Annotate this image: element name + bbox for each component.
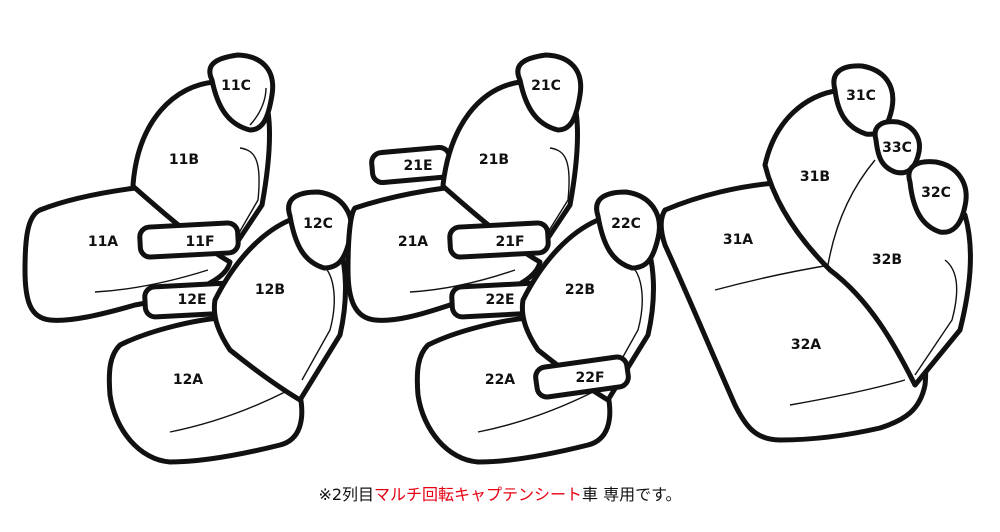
part-22F-shape [533, 354, 631, 400]
label-32C: 32C [921, 185, 951, 201]
part-21B-seam [539, 147, 570, 246]
label-11F: 11F [185, 234, 214, 250]
label-32A: 32A [791, 337, 821, 353]
label-33C: 33C [882, 140, 912, 156]
part-21C-shape [515, 52, 584, 133]
part-32A-seam-top [714, 264, 831, 291]
label-12B: 12B [255, 282, 285, 298]
part-32B-seam [914, 259, 958, 376]
label-31B: 31B [800, 169, 830, 185]
part-31B-32B-divider [827, 159, 876, 266]
label-22C: 22C [611, 216, 641, 232]
label-22A: 22A [485, 372, 515, 388]
label-32B: 32B [872, 252, 902, 268]
label-22B: 22B [565, 282, 595, 298]
part-32A-seam-bottom [789, 379, 906, 406]
part-11B-seam [231, 147, 260, 246]
label-11C: 11C [221, 78, 251, 94]
part-11A-seam [94, 269, 209, 293]
part-22C-shape [594, 189, 662, 271]
label-11A: 11A [88, 234, 118, 250]
label-21C: 21C [531, 78, 561, 94]
footnote-caption: ※2列目マルチ回転キャプテンシート車 専用です。 [0, 481, 1000, 505]
part-31C-shape [831, 63, 896, 137]
part-12A-seam [169, 391, 286, 433]
part-11C-seam [249, 87, 267, 126]
label-31C: 31C [846, 88, 876, 104]
label-22E: 22E [485, 292, 514, 308]
part-31B-32B-shape [762, 87, 973, 388]
part-22A-seam [477, 391, 594, 433]
seat-group-3: 31C 33C 32C 31B 31A 32B 32A [658, 63, 973, 443]
caption-suffix: 車 専用です。 [582, 485, 682, 504]
label-21E: 21E [403, 158, 432, 174]
label-12A: 12A [173, 372, 203, 388]
part-33C-shape [872, 119, 922, 176]
part-21F-shape [447, 220, 551, 260]
part-11F-shape [137, 220, 241, 260]
label-12E: 12E [177, 292, 206, 308]
label-21B: 21B [479, 152, 509, 168]
label-31A: 31A [723, 232, 753, 248]
label-11B: 11B [169, 152, 199, 168]
label-12C: 12C [303, 216, 333, 232]
label-21A: 21A [398, 234, 428, 250]
caption-highlight: マルチ回転キャプテンシート [374, 485, 583, 504]
part-11C-shape [207, 52, 276, 133]
seat-group-2: 21E 21C 21B 21A 21F 22E 22C 22B 22A 22F [345, 52, 662, 465]
label-21F: 21F [495, 234, 524, 250]
seat-group-1: 11B 11C 11A 11F 12E 12C 12B 12A [22, 52, 354, 465]
part-32C-shape [906, 159, 969, 235]
caption-prefix: ※2列目 [318, 485, 375, 504]
label-22F: 22F [575, 370, 604, 386]
